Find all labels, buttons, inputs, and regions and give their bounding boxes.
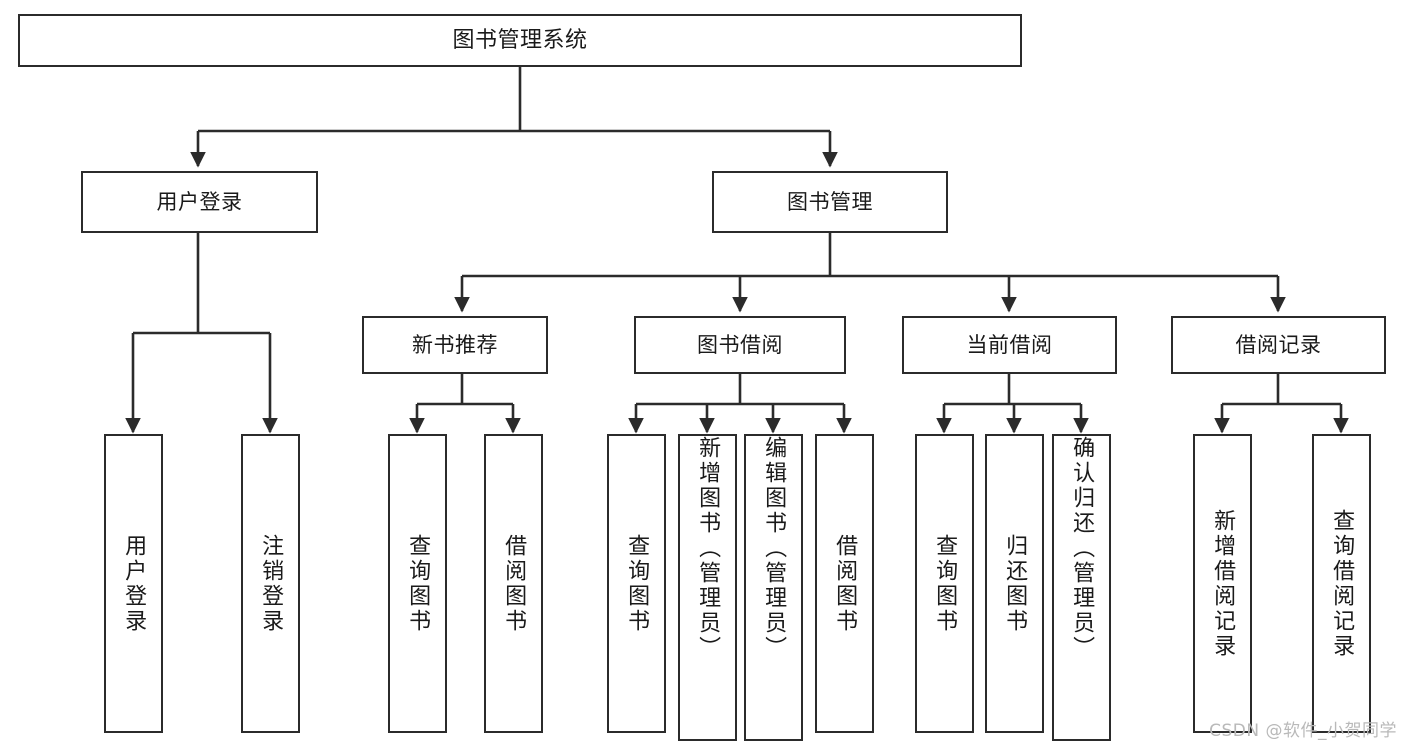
leaf-user-login[interactable]: 用户登录 xyxy=(104,434,163,733)
node-book-borrow[interactable]: 图书借阅 xyxy=(634,316,846,374)
node-label: 确认归还（管理员） xyxy=(1069,436,1095,661)
node-current-borrow[interactable]: 当前借阅 xyxy=(902,316,1117,374)
leaf-borrow-book-recommend[interactable]: 借阅图书 xyxy=(484,434,543,733)
node-borrow-record[interactable]: 借阅记录 xyxy=(1171,316,1386,374)
node-label: 编辑图书（管理员） xyxy=(761,436,787,661)
leaf-return-book[interactable]: 归还图书 xyxy=(985,434,1044,733)
leaf-confirm-return-admin[interactable]: 确认归还（管理员） xyxy=(1052,434,1111,741)
node-label: 借阅记录 xyxy=(1235,332,1322,357)
node-label: 当前借阅 xyxy=(966,332,1053,357)
node-label: 查询借阅记录 xyxy=(1329,508,1355,659)
leaf-query-book-recommend[interactable]: 查询图书 xyxy=(388,434,447,733)
node-label: 查询图书 xyxy=(405,533,431,634)
leaf-user-logout[interactable]: 注销登录 xyxy=(241,434,300,733)
node-label: 图书管理系统 xyxy=(452,27,588,53)
leaf-borrow-book[interactable]: 借阅图书 xyxy=(815,434,874,733)
leaf-query-book-borrow[interactable]: 查询图书 xyxy=(607,434,666,733)
leaf-edit-book-admin[interactable]: 编辑图书（管理员） xyxy=(744,434,803,741)
node-label: 查询图书 xyxy=(624,533,650,634)
csdn-watermark: CSDN @软件_小贺同学 xyxy=(1209,721,1397,741)
node-label: 查询图书 xyxy=(932,533,958,634)
leaf-add-borrow-record[interactable]: 新增借阅记录 xyxy=(1193,434,1252,733)
node-label: 新书推荐 xyxy=(412,332,498,357)
node-new-book-recommend[interactable]: 新书推荐 xyxy=(362,316,548,374)
node-label: 注销登录 xyxy=(258,533,284,634)
node-user-login[interactable]: 用户登录 xyxy=(81,171,318,233)
node-label: 新增图书（管理员） xyxy=(695,436,721,661)
node-label: 借阅图书 xyxy=(832,533,858,634)
node-label: 图书管理 xyxy=(787,189,873,214)
node-book-management[interactable]: 图书管理 xyxy=(712,171,948,233)
node-label: 图书借阅 xyxy=(697,332,783,357)
leaf-query-book-current[interactable]: 查询图书 xyxy=(915,434,974,733)
node-label: 借阅图书 xyxy=(501,533,527,634)
leaf-add-book-admin[interactable]: 新增图书（管理员） xyxy=(678,434,737,741)
node-label: 归还图书 xyxy=(1002,533,1028,634)
leaf-query-borrow-record[interactable]: 查询借阅记录 xyxy=(1312,434,1371,733)
node-label: 用户登录 xyxy=(121,533,147,634)
node-label: 用户登录 xyxy=(156,189,243,214)
node-label: 新增借阅记录 xyxy=(1210,508,1236,659)
node-root-system[interactable]: 图书管理系统 xyxy=(18,14,1022,67)
